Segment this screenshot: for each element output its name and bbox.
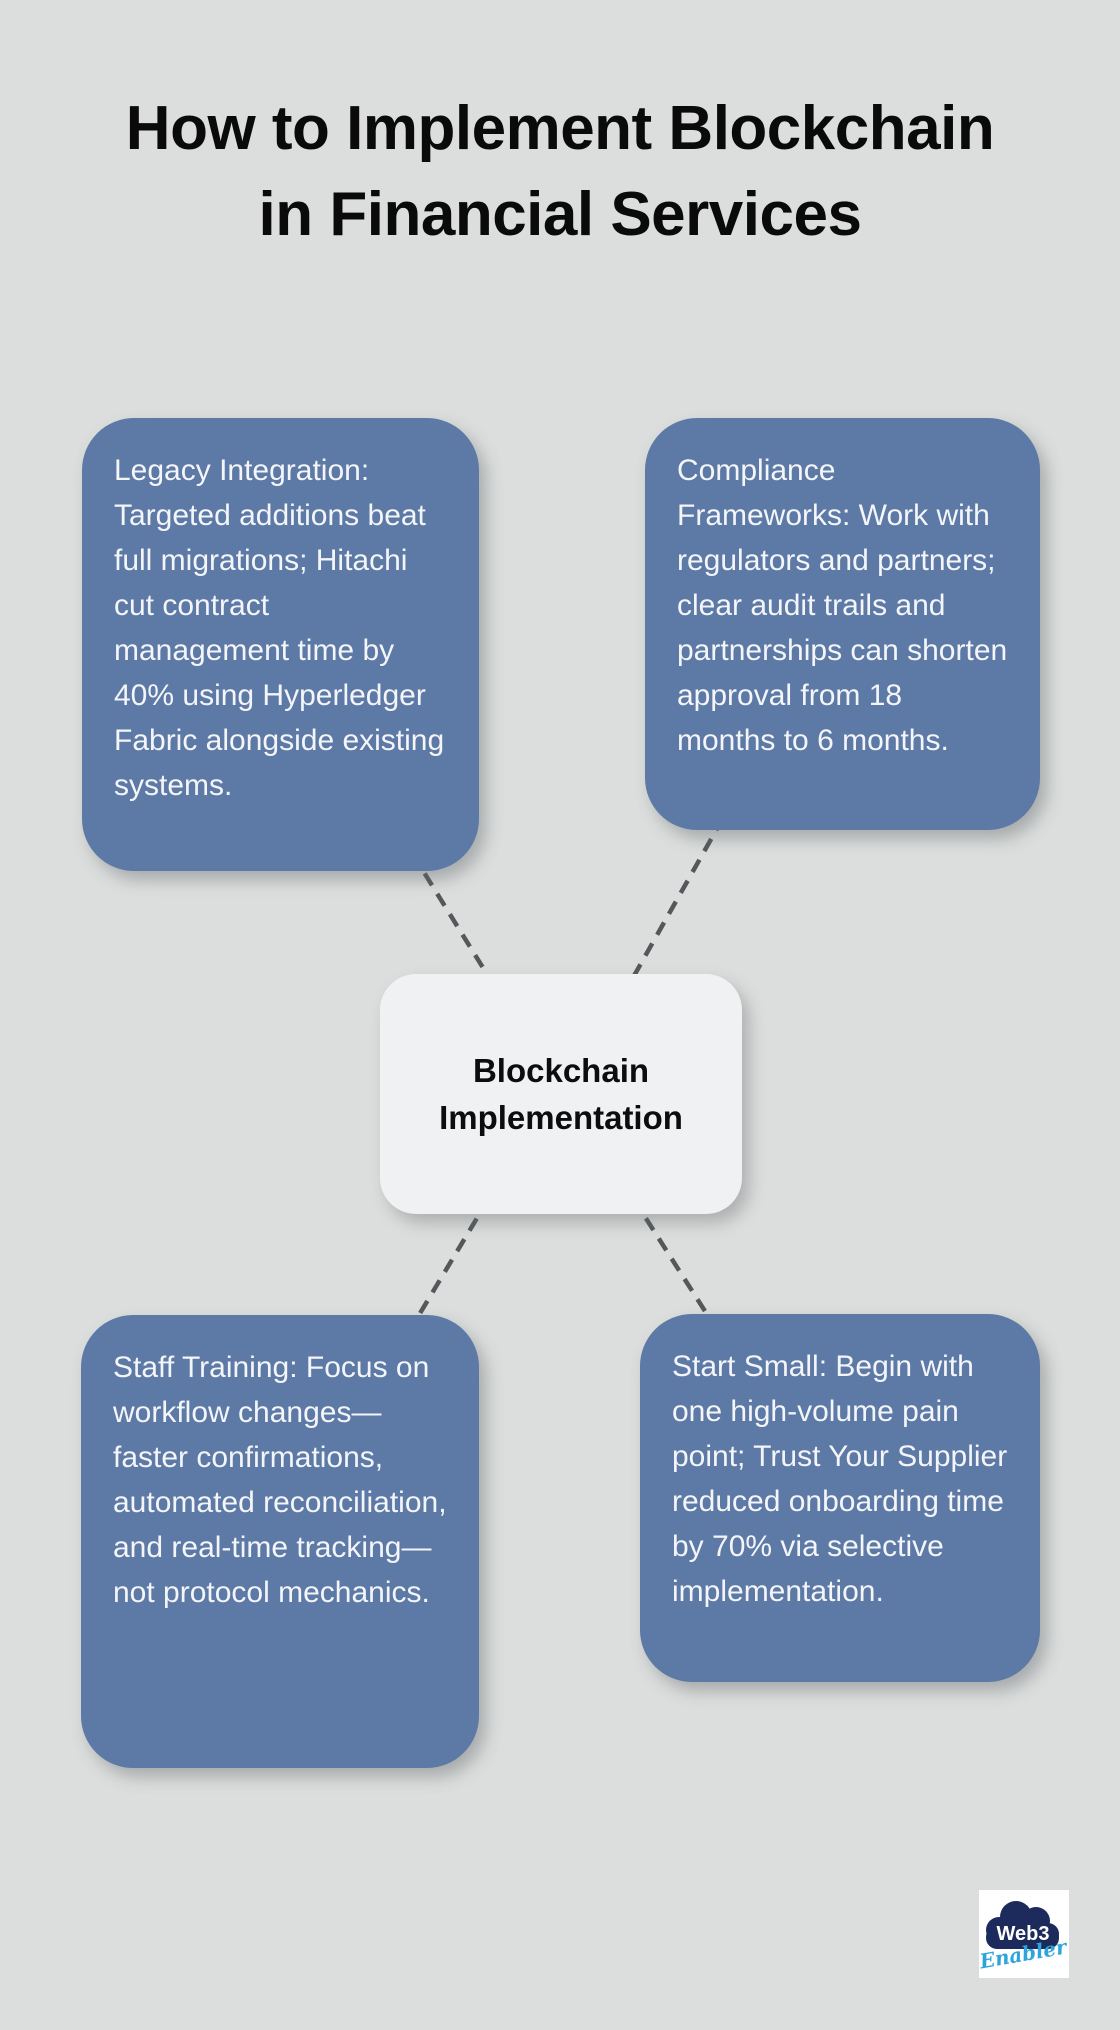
node-compliance-frameworks-text: Compliance Frameworks: Work with regulat… [677, 454, 1008, 757]
node-legacy-integration: Legacy Integration: Targeted additions b… [82, 418, 479, 871]
page-title: How to Implement Blockchain in Financial… [0, 86, 1120, 258]
center-node-blockchain-implementation: Blockchain Implementation [380, 974, 742, 1214]
connector-line-bottom-left [408, 1196, 491, 1332]
node-start-small-text: Start Small: Begin with one high-volume … [672, 1350, 1008, 1608]
node-staff-training-text: Staff Training: Focus on workflow change… [113, 1351, 447, 1609]
cloud-icon [986, 1901, 1059, 1949]
node-legacy-integration-text: Legacy Integration: Targeted additions b… [114, 454, 445, 802]
connector-line-bottom-right [631, 1196, 719, 1332]
center-node-line2: Implementation [439, 1099, 683, 1136]
node-compliance-frameworks: Compliance Frameworks: Work with regulat… [645, 418, 1040, 830]
page-title-line1: How to Implement Blockchain [125, 94, 995, 163]
node-staff-training: Staff Training: Focus on workflow change… [81, 1315, 479, 1768]
page-title-line2: in Financial Services [258, 180, 862, 249]
connector-line-top-left [410, 851, 500, 994]
web3-enabler-logo: Web3 Enabler [977, 1890, 1070, 1978]
web3-enabler-logo-graphic: Web3 Enabler [977, 1890, 1070, 1978]
connector-line-top-right [624, 816, 725, 992]
logo-web3-text: Web3 [997, 1923, 1050, 1945]
center-node-line1: Blockchain [472, 1052, 650, 1089]
node-start-small: Start Small: Begin with one high-volume … [640, 1314, 1040, 1682]
